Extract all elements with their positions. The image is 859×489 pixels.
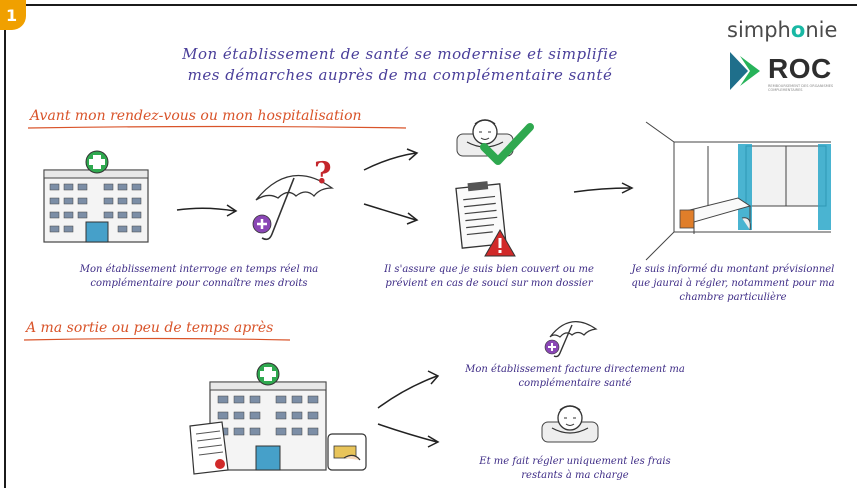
relaxed-person-icon — [541, 405, 599, 443]
step-badge: 1 — [0, 0, 26, 30]
clipboard-icon — [455, 181, 507, 249]
hospital-room-icon — [645, 121, 831, 261]
arrow-icon — [363, 203, 419, 225]
section-after: A ma sortie ou peu de temps après — [26, 320, 274, 336]
section-before-underline — [27, 125, 407, 129]
arrow-icon — [363, 148, 419, 171]
arrow-icon — [377, 423, 440, 448]
invoice-icon — [189, 421, 229, 475]
umbrella-icon — [544, 321, 598, 358]
caption-step3: Je suis informé du montant prévisionnel … — [631, 264, 835, 303]
caption-step1: Mon établissement interroge en temps rée… — [79, 264, 319, 289]
relaxed-person-icon — [456, 119, 514, 157]
caption-step5: Et me fait régler uniquement les frais r… — [479, 456, 671, 481]
checkmark-icon — [480, 123, 534, 165]
roc-logo-subtitle: REMBOURSEMENT DES ORGANISMES COMPLEMENTA… — [768, 84, 834, 92]
simphonie-logo: simphonie — [727, 18, 838, 42]
warning-icon — [484, 228, 516, 257]
caption-step4: Mon établissement facture directement ma… — [465, 364, 685, 389]
page-title-line1: Mon établissement de santé se modernise … — [182, 45, 618, 63]
arrow-icon — [176, 204, 238, 217]
question-mark-icon: ? — [314, 156, 332, 191]
page-title-line2: mes démarches auprès de ma complémentair… — [187, 66, 613, 84]
section-before: Avant mon rendez-vous ou mon hospitalisa… — [30, 108, 362, 124]
arrow-icon — [377, 370, 440, 409]
payment-card-icon — [327, 433, 367, 471]
umbrella-icon — [252, 174, 335, 241]
roc-logo-icon — [730, 52, 760, 90]
roc-logo-text: ROC — [768, 53, 832, 84]
caption-step2: Il s'assure que je suis bien couvert ou … — [384, 264, 594, 289]
hospital-building-icon — [43, 150, 149, 243]
svg-text:?: ? — [314, 156, 332, 191]
section-after-underline — [23, 337, 291, 341]
arrow-icon — [573, 182, 634, 194]
hospital-building-icon — [209, 362, 327, 471]
